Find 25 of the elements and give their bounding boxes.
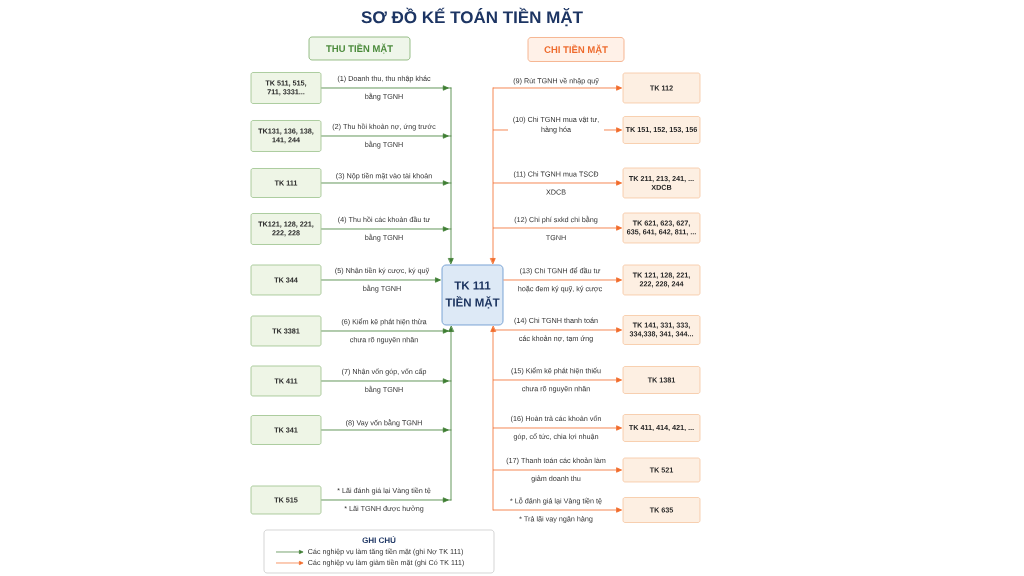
arrow <box>320 277 441 283</box>
arrow <box>320 427 452 433</box>
arrow <box>490 326 496 511</box>
arrow <box>492 467 623 473</box>
arrow <box>492 225 623 231</box>
section-header: THU TIỀN MẶT <box>308 36 411 61</box>
arrow <box>492 327 623 333</box>
arrow <box>320 378 452 384</box>
arrow <box>320 133 452 139</box>
arrow <box>503 277 623 283</box>
arrow <box>320 497 452 503</box>
arrow <box>320 226 452 232</box>
central-box: TK 111 TIỀN MẶT <box>441 264 504 326</box>
arrow <box>492 425 623 431</box>
legend-title: GHI CHÚ <box>362 535 396 544</box>
title: SƠ ĐỒ KẾ TOÁN TIỀN MẶT <box>361 7 583 27</box>
section-header: CHI TIỀN MẶT <box>527 37 625 62</box>
arrow <box>448 326 454 501</box>
arrow <box>492 507 623 513</box>
arrow <box>492 180 623 186</box>
arrow <box>320 328 452 334</box>
arrow <box>320 180 452 186</box>
arrow <box>490 87 496 264</box>
arrow <box>492 85 623 91</box>
arrow <box>492 377 623 383</box>
